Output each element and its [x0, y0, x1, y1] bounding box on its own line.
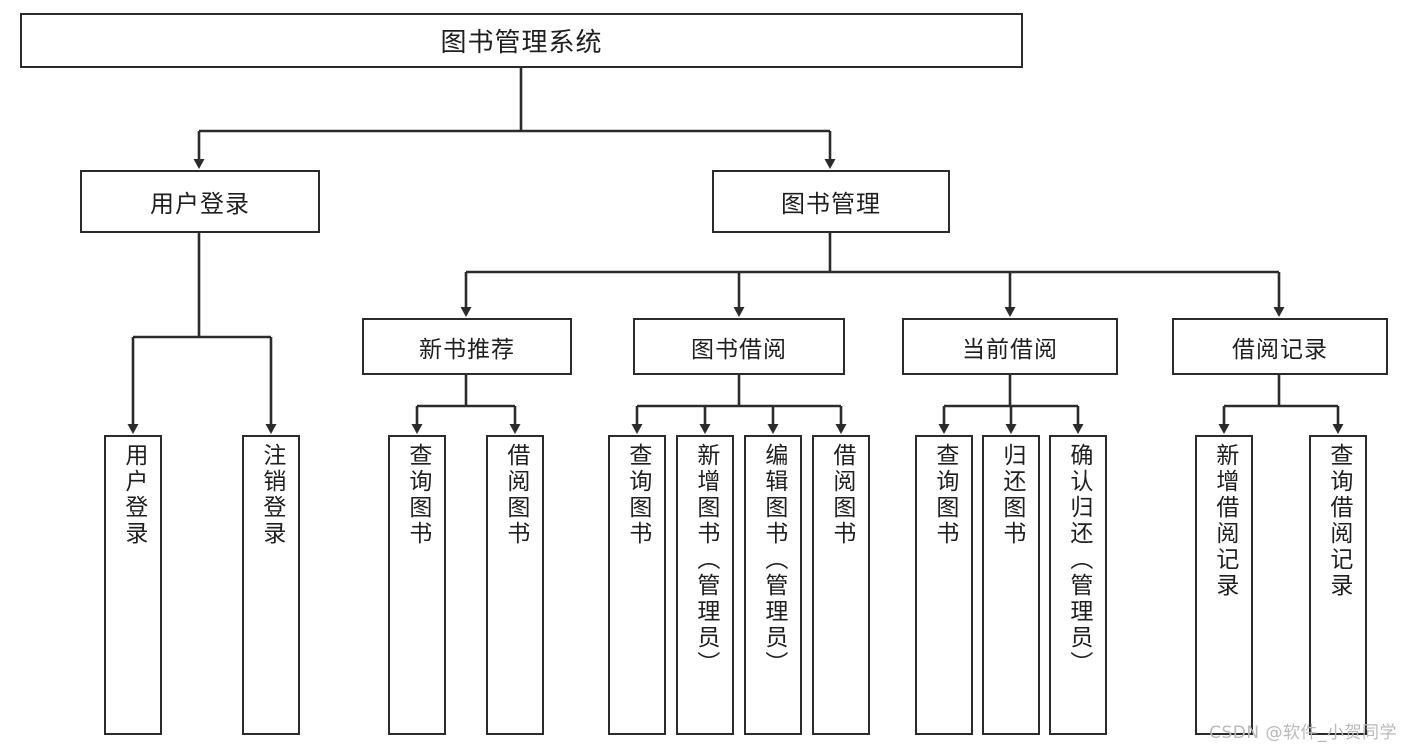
- node-label: 借阅记录: [1232, 336, 1328, 363]
- node-label: 查询借阅记录: [1325, 443, 1352, 599]
- node-label: 借阅图书: [502, 443, 529, 547]
- node-label: 图书借阅: [691, 336, 787, 363]
- node-label: 查询图书: [624, 443, 651, 547]
- node-current-borrow[interactable]: 当前借阅: [902, 318, 1118, 375]
- node-label: 新增借阅记录: [1211, 443, 1238, 599]
- node-label: 用户登录: [120, 443, 147, 547]
- leaf-add-borrow-record[interactable]: 新增借阅记录: [1195, 435, 1253, 735]
- node-label: 注销登录: [258, 443, 285, 547]
- node-label: 新书推荐: [419, 336, 515, 363]
- node-label: 借阅图书: [828, 443, 855, 547]
- node-label: 新增图书（管理员）: [692, 443, 719, 677]
- leaf-add-book-admin[interactable]: 新增图书（管理员）: [676, 435, 734, 735]
- leaf-confirm-return-admin[interactable]: 确认归还（管理员）: [1049, 435, 1107, 735]
- leaf-borrow-book[interactable]: 借阅图书: [812, 435, 870, 735]
- node-label: 当前借阅: [962, 336, 1058, 363]
- node-label: 归还图书: [998, 443, 1025, 547]
- node-book-borrow[interactable]: 图书借阅: [633, 318, 845, 375]
- leaf-edit-book-admin[interactable]: 编辑图书（管理员）: [744, 435, 802, 735]
- node-label: 图书管理: [781, 190, 881, 218]
- node-book-management[interactable]: 图书管理: [712, 170, 950, 233]
- leaf-borrow-book-recommend[interactable]: 借阅图书: [486, 435, 544, 735]
- node-label: 查询图书: [404, 443, 431, 547]
- node-root-book-management-system[interactable]: 图书管理系统: [20, 13, 1023, 68]
- node-label: 查询图书: [931, 443, 958, 547]
- node-new-book-recommend[interactable]: 新书推荐: [362, 318, 572, 375]
- node-user-login[interactable]: 用户登录: [80, 170, 320, 233]
- node-borrow-record[interactable]: 借阅记录: [1172, 318, 1388, 375]
- leaf-return-book[interactable]: 归还图书: [982, 435, 1040, 735]
- node-label: 图书管理系统: [440, 28, 603, 58]
- leaf-query-borrow-record[interactable]: 查询借阅记录: [1309, 435, 1367, 735]
- leaf-user-login[interactable]: 用户登录: [104, 435, 162, 735]
- leaf-query-book-recommend[interactable]: 查询图书: [388, 435, 446, 735]
- csdn-watermark: CSDN @软件_小贺同学: [1209, 723, 1397, 743]
- node-label: 编辑图书（管理员）: [760, 443, 787, 677]
- leaf-query-book-current[interactable]: 查询图书: [915, 435, 973, 735]
- node-label: 用户登录: [150, 190, 250, 218]
- leaf-logout-login[interactable]: 注销登录: [242, 435, 300, 735]
- leaf-query-book-borrow[interactable]: 查询图书: [608, 435, 666, 735]
- node-label: 确认归还（管理员）: [1065, 443, 1092, 677]
